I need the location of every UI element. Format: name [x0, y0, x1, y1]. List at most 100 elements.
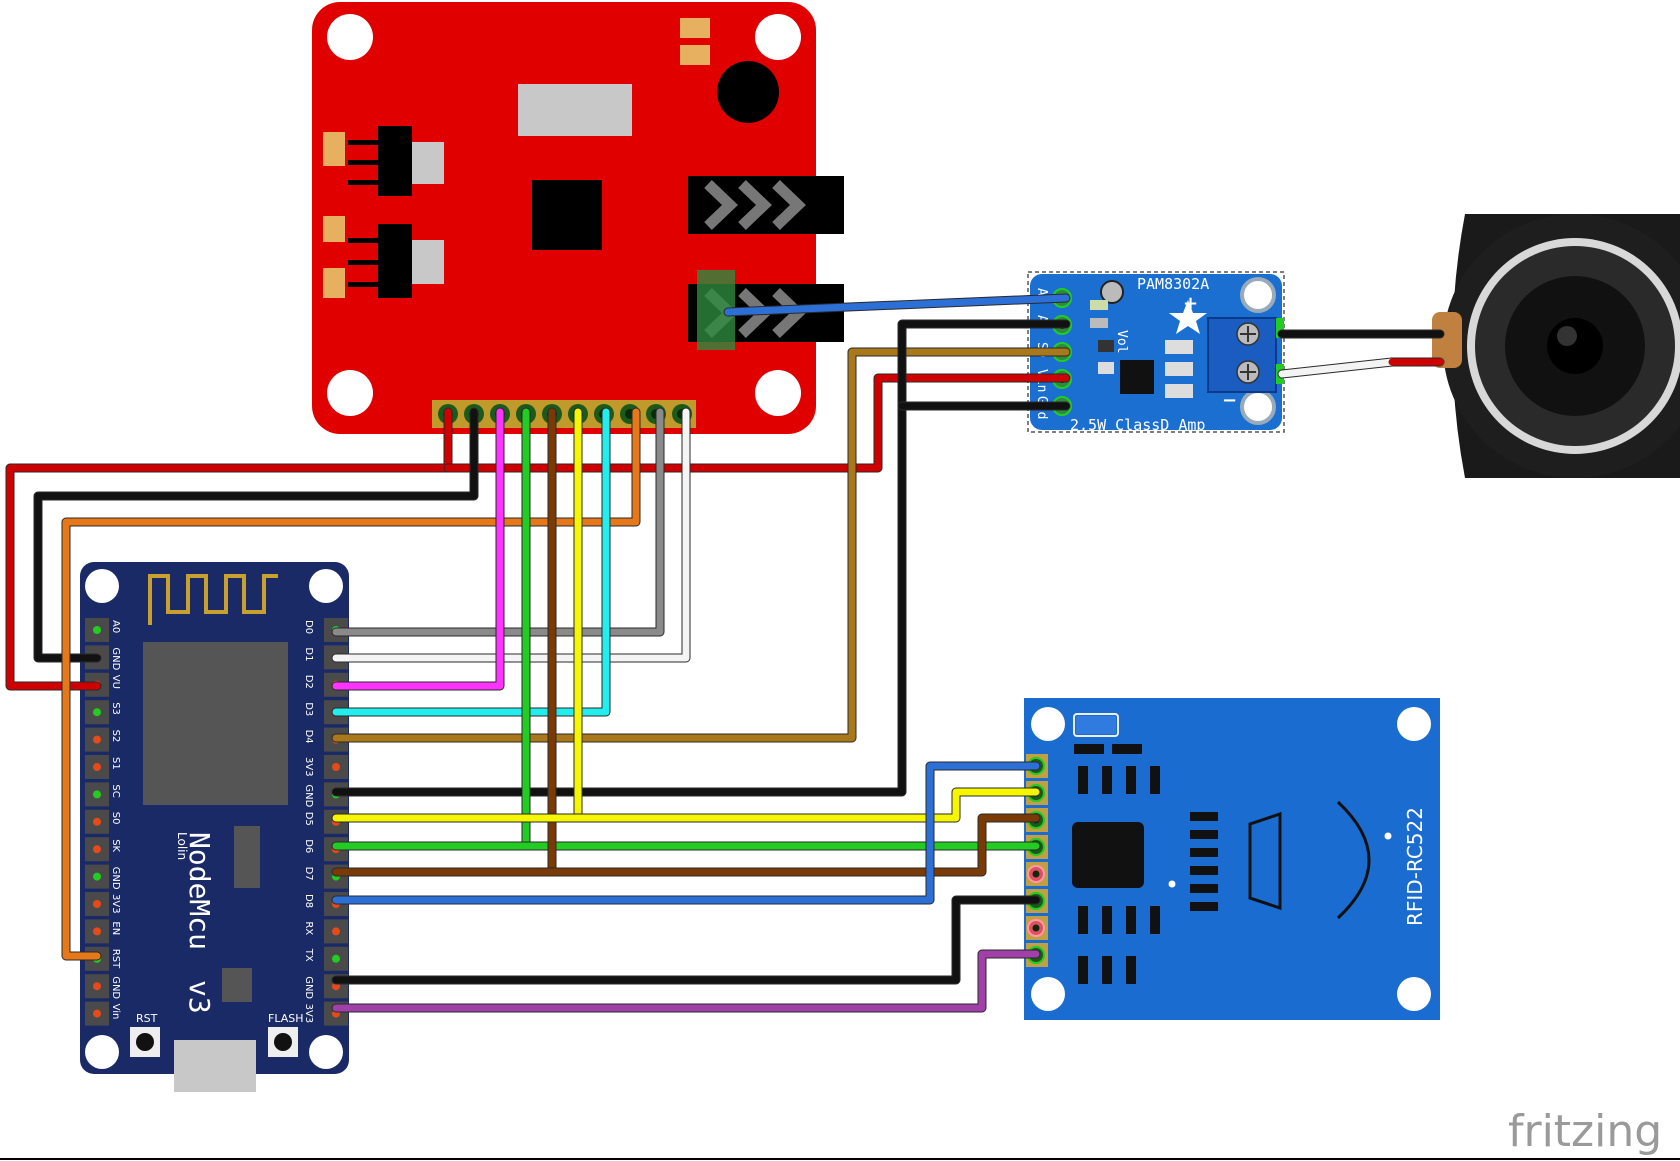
nodemcu-pin[interactable]: 3V3: [303, 755, 348, 779]
wire-white-d1: [332, 408, 690, 662]
amp-minus-sign: −: [1222, 390, 1237, 411]
mp3-buzzer: [717, 61, 779, 123]
speaker: [1432, 214, 1680, 478]
mp3-pad: [323, 132, 345, 166]
nodemcu-pin-label: D7: [303, 867, 314, 881]
nodemcu-pin-label: D2: [303, 675, 314, 689]
rfid-pin[interactable]: [1026, 862, 1048, 886]
rst-button[interactable]: [130, 1027, 160, 1057]
nodemcu-pin-label: GND: [110, 867, 121, 890]
flash-button[interactable]: [268, 1027, 298, 1057]
nodemcu-pin[interactable]: S1: [85, 755, 121, 779]
nodemcu-pin[interactable]: S3: [85, 700, 121, 725]
esp-module-shield: [143, 642, 288, 805]
nodemcu-pin[interactable]: SC: [85, 782, 121, 807]
nodemcu-pin-label: SK: [110, 839, 121, 852]
nodemcu-pin[interactable]: RX: [303, 919, 348, 944]
nodemcu-pin-label: D5: [303, 812, 314, 826]
nodemcu-pin-label: D8: [303, 894, 314, 908]
nodemcu-pin-label: Vin: [110, 1004, 121, 1020]
amp-title: PAM8302A: [1137, 275, 1209, 293]
wire-gold-d4: [332, 348, 1070, 742]
mp3-mount-hole: [327, 370, 373, 416]
nodemcu-pin-label: D3: [303, 702, 314, 716]
nodemcu-pin-label: GND: [303, 976, 314, 999]
wire-gray-d0: [332, 408, 664, 636]
wire-magenta-d2: [332, 408, 504, 690]
nodemcu-pin-label: GND: [110, 647, 121, 670]
audio-jack: [688, 176, 844, 234]
fritzing-watermark: fritzing: [1508, 1106, 1662, 1157]
nodemcu-pin-label: S1: [110, 757, 121, 770]
mp3-pad: [680, 18, 710, 38]
nodemcu-version: v3: [183, 980, 216, 1014]
wire-black-rfid-gnd: [331, 895, 1041, 985]
amp-subtitle: 2.5W ClassD Amp: [1070, 416, 1205, 434]
rfid-pin[interactable]: [1026, 916, 1048, 940]
wire-orange-rst: [62, 408, 640, 960]
rst-label: RST: [136, 1012, 158, 1025]
amp-vol-label: Vol: [1114, 330, 1129, 353]
mp3-sd-slot: [518, 84, 632, 136]
rfid-module: RFID-RC522: [1024, 698, 1440, 1020]
wire-black-rfid-gnd: [332, 896, 1040, 984]
wire-blue-audio: [724, 294, 1070, 316]
nodemcu-pin-label: EN: [110, 921, 121, 935]
wire-layer: [5, 293, 1445, 1013]
nodemcu-pin-label: 3V3: [303, 757, 314, 777]
nodemcu-pin[interactable]: EN: [85, 919, 121, 944]
nodemcu-pin-label: GND: [110, 976, 121, 999]
nodemcu-pin-label: 3V3: [303, 1004, 314, 1024]
speaker-terminal: [1432, 312, 1462, 368]
wire-black-amp-gnd: [332, 320, 1070, 796]
nodemcu-pin[interactable]: GND: [85, 864, 121, 890]
nodemcu-pin-label: S3: [110, 702, 121, 715]
amp-mount-hole: [1240, 389, 1276, 425]
nodemcu-pin[interactable]: A0: [85, 618, 121, 642]
rfid-chip: [1072, 822, 1144, 888]
nodemcu-pin-label: A0: [110, 620, 121, 633]
mp3-pad: [680, 45, 710, 65]
wire-red-vcc: [6, 408, 452, 690]
star-logo-icon: [1169, 300, 1207, 334]
mp3-mount-hole: [755, 370, 801, 416]
wire-cyan-d3: [332, 408, 610, 716]
rfid-label: RFID-RC522: [1403, 807, 1427, 926]
volume-pot: [1100, 280, 1124, 304]
nodemcu-pin-label: GND: [303, 784, 314, 807]
nodemcu-pin-label: 3V3: [110, 894, 121, 914]
mp3-mount-hole: [327, 14, 373, 60]
nodemcu-pin[interactable]: TX: [303, 946, 348, 971]
wire-brown-rfid: [332, 814, 1040, 876]
nodemcu-pin-label: S0: [110, 812, 121, 825]
usb-port: [174, 1040, 256, 1092]
mp3-module: [312, 2, 844, 434]
mp3-mount-hole: [755, 14, 801, 60]
nodemcu-pin-label: RX: [303, 921, 314, 935]
nodemcu-pin-label: RST: [110, 949, 121, 969]
nodemcu-maker: Lolin: [175, 832, 189, 860]
mp3-chip: [532, 180, 602, 250]
flash-label: FLASH: [268, 1012, 304, 1025]
nodemcu-pin[interactable]: SK: [85, 837, 121, 862]
nodemcu-pin[interactable]: S2: [85, 727, 121, 752]
nodemcu-pin-label: D0: [303, 620, 314, 634]
nodemcu-pin[interactable]: GND: [85, 974, 121, 999]
amp-mount-hole: [1240, 277, 1276, 313]
wire-yellow-rfid: [332, 788, 1040, 822]
nodemcu-pin-label: VU: [110, 675, 121, 689]
rfid-antenna-coil: [1248, 811, 1282, 911]
nodemcu-pin-label: D6: [303, 839, 314, 853]
nodemcu-pin-label: SC: [110, 784, 121, 797]
nodemcu-pin[interactable]: S0: [85, 809, 121, 834]
wire-blue-d8: [332, 762, 1040, 904]
nodemcu-pin[interactable]: Vin: [85, 1001, 121, 1026]
wire-purple-3v3: [332, 950, 1040, 1012]
antenna-trace-icon: [148, 574, 278, 625]
wire-black-gnd: [34, 408, 478, 662]
nodemcu-brand: NodeMcu: [183, 832, 216, 950]
nodemcu-pin[interactable]: 3V3: [85, 892, 121, 916]
